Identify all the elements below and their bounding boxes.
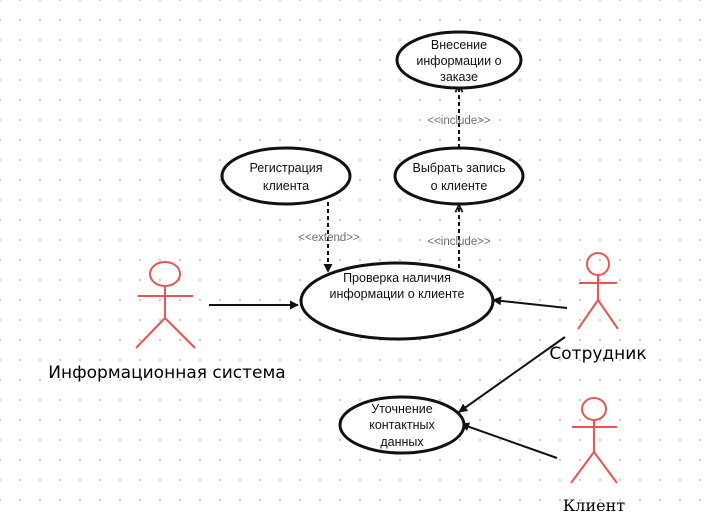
- use-case-enter-order[interactable]: Внесение информации о заказе: [395, 30, 523, 90]
- use-case-check-info[interactable]: Проверка наличия информации о клиенте: [299, 261, 495, 341]
- extend-label: <<extend>>: [298, 232, 360, 244]
- use-case-enter-order-line-1: Внесение: [431, 38, 487, 52]
- include-label-select: <<include>>: [427, 236, 491, 248]
- include-label-order: <<include>>: [427, 115, 491, 127]
- actor-employee-label: Сотрудник: [549, 344, 646, 364]
- actor-employee[interactable]: Сотрудник: [549, 252, 647, 364]
- association-client-clarify[interactable]: [460, 422, 558, 459]
- actor-information-system-icon: [135, 261, 196, 349]
- use-case-enter-order-line-3: заказе: [440, 70, 478, 84]
- use-case-check-info-line-2: информации о клиенте: [330, 287, 465, 301]
- use-case-registration[interactable]: Регистрация клиента: [220, 146, 352, 206]
- association-employee-check[interactable]: [492, 296, 568, 309]
- use-case-clarify-contacts-line-1: Уточнение: [371, 402, 432, 416]
- use-case-registration-line-2: клиента: [263, 179, 309, 193]
- actor-client[interactable]: Клиент: [563, 397, 625, 515]
- use-case-clarify-contacts-line-2: контактных: [369, 418, 435, 432]
- use-case-registration-line-1: Регистрация: [249, 161, 322, 175]
- association-employee-clarify[interactable]: [458, 336, 566, 413]
- use-case-clarify-contacts[interactable]: Уточнение контактных данных: [338, 395, 466, 455]
- actor-information-system-label: Информационная система: [48, 363, 285, 383]
- use-case-clarify-contacts-line-3: данных: [380, 435, 424, 449]
- use-case-select-record-line-1: Выбрать запись: [412, 161, 505, 175]
- actor-client-label: Клиент: [563, 496, 625, 515]
- actor-information-system[interactable]: Информационная система: [48, 261, 286, 383]
- use-case-select-record[interactable]: Выбрать запись о клиенте: [393, 146, 525, 206]
- actor-employee-icon: [577, 252, 619, 330]
- use-case-check-info-line-1: Проверка наличия: [343, 271, 451, 285]
- actor-client-icon: [570, 397, 618, 484]
- use-case-enter-order-line-2: информации о: [416, 54, 501, 68]
- use-case-select-record-line-2: о клиенте: [431, 179, 488, 193]
